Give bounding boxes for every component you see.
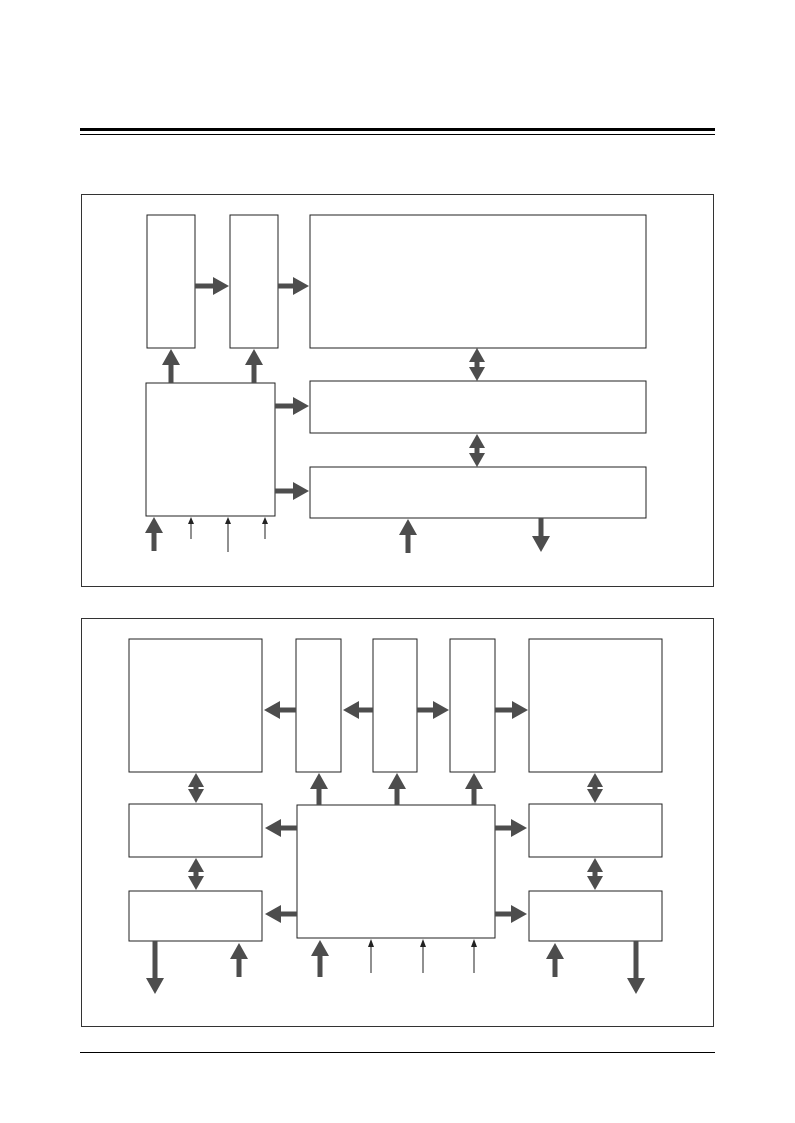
fig2-arrow-c1-to-left-main [264,701,296,719]
fig2-block-c1 [295,638,342,773]
fig1-arrow-a-to-b [195,277,229,295]
fig1-block-a [146,214,196,349]
fig2-block-left-main [128,638,263,773]
fig2-block-right-mid [528,803,663,858]
header-rule-thick [80,128,715,131]
fig2-arrow-c2-to-c3 [417,701,449,719]
fig1-block-mid [309,380,647,434]
fig1-arrow-control-to-mid [275,397,309,415]
fig2-block-c3 [449,638,496,773]
fig1-input-line-1 [188,517,194,539]
fig2-bidir-left-mid-bottom [188,858,204,890]
fig2-block-left-bottom [128,890,263,942]
fig2-bidir-left-main-mid [188,773,204,803]
fig1-arrow-control-to-a [162,349,180,383]
figure-1 [145,214,647,553]
footer-rule [80,1052,715,1053]
fig1-block-control [145,382,276,517]
fig1-block-bottom [309,466,647,519]
fig2-arrow-c3-to-right-main [495,701,528,719]
fig2-block-control [296,804,496,939]
figure-2 [128,638,663,994]
fig1-input-line-2 [225,517,231,552]
fig1-input-line-3 [262,517,268,539]
fig2-bidir-right-mid-bottom [587,858,603,890]
fig1-arrow-b-to-main [278,277,309,295]
fig2-arrow-control-to-left-bottom [265,905,297,923]
fig1-bidir-mid-bottom [469,434,485,467]
fig1-block-b [229,214,279,349]
fig2-input-line-2 [420,939,426,973]
fig2-arrow-control-to-c1 [310,773,328,805]
fig2-right-bottom-input [546,943,564,977]
fig2-block-left-mid [128,803,263,858]
fig2-right-bottom-output [627,941,645,994]
fig2-block-right-main [528,638,663,773]
fig1-input-bus-1 [145,517,163,551]
fig2-arrow-control-to-left-mid [265,819,297,837]
fig1-arrow-control-to-bottom [275,482,309,500]
fig1-bottom-output [532,518,550,552]
fig1-bidir-main-mid [469,348,485,381]
fig2-arrow-control-to-right-bottom [495,905,527,923]
fig1-block-main [309,214,647,349]
fig2-block-right-bottom [528,890,663,942]
header-rule-thin [80,134,715,135]
fig2-input-line-3 [471,939,477,973]
fig1-arrow-control-to-b [245,349,263,383]
fig2-input-line-1 [368,939,374,973]
fig2-block-c2 [372,638,418,773]
fig2-arrow-control-to-c3 [465,773,483,805]
fig2-left-bottom-input [230,943,248,977]
fig2-arrow-c2-to-c1 [343,701,373,719]
fig2-left-bottom-output [146,941,164,994]
fig2-bidir-right-main-mid [587,773,603,803]
fig2-arrow-control-to-c2 [388,773,406,805]
fig2-input-bus [311,940,329,977]
fig1-bottom-input [399,519,417,553]
fig2-arrow-control-to-right-mid [495,819,527,837]
